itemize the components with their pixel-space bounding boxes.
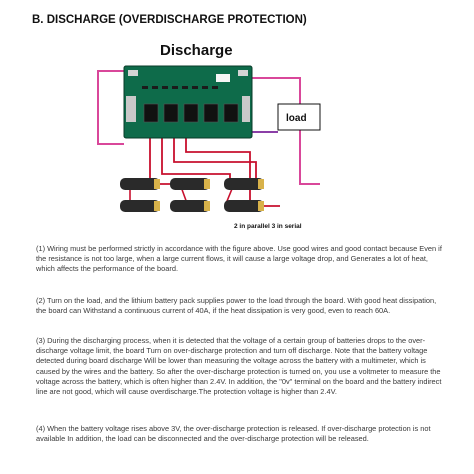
pack-config-label: 2 in parallel 3 in serial [234, 223, 302, 230]
battery-cell [170, 200, 210, 212]
wiring-diagram: load [97, 65, 321, 230]
load-wires [97, 70, 320, 185]
paragraph-wiring: (1) Wiring must be performed strictly in… [36, 244, 442, 274]
section-heading: B. DISCHARGE (OVERDISCHARGE PROTECTION) [32, 14, 307, 26]
bms-board [123, 65, 253, 139]
battery-cell [224, 178, 264, 190]
battery-cell [120, 200, 160, 212]
load-box: load [277, 103, 321, 131]
load-label: load [286, 113, 307, 124]
battery-cell [170, 178, 210, 190]
document-page: B. DISCHARGE (OVERDISCHARGE PROTECTION) … [20, 0, 454, 474]
figure-title: Discharge [160, 42, 233, 59]
battery-cell [120, 178, 160, 190]
battery-cell [224, 200, 264, 212]
paragraph-protection: (3) During the discharging process, when… [36, 336, 442, 397]
discharge-wiring-figure: Discharge [20, 34, 454, 234]
battery-pack [120, 178, 264, 212]
battery-wires [129, 137, 280, 207]
paragraph-load: (2) Turn on the load, and the lithium ba… [36, 296, 437, 316]
paragraph-release: (4) When the battery voltage rises above… [36, 424, 431, 444]
